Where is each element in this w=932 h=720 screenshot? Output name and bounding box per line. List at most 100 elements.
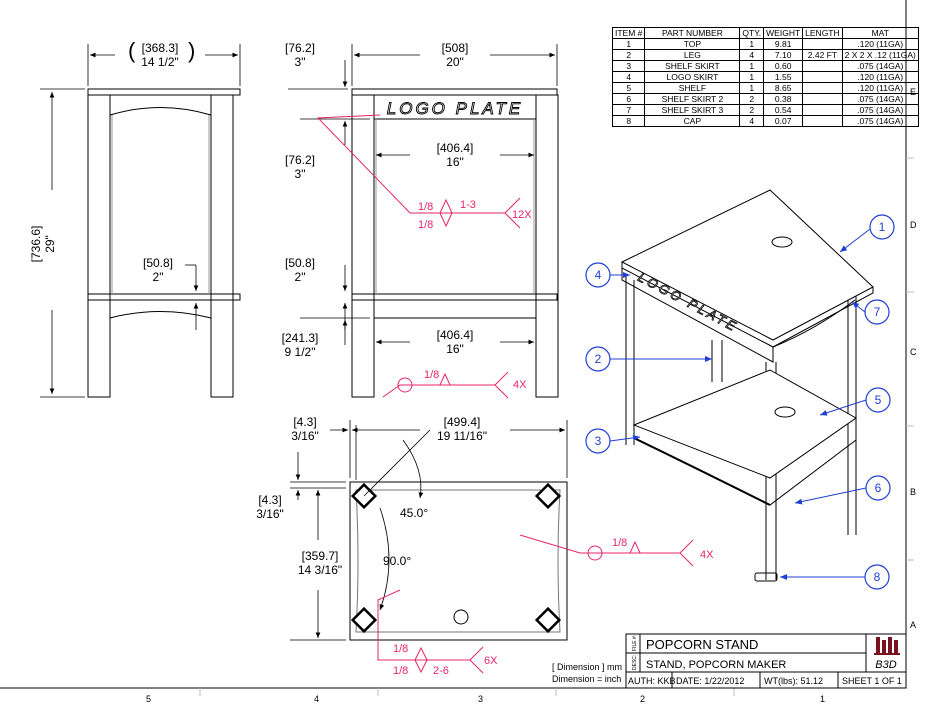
weld1-count: 12X [512,209,532,221]
weld-symbol-4 [377,589,484,674]
side-dims [40,44,241,398]
balloon-5: 5 [875,393,882,407]
file-label: FILE #: [632,635,638,651]
balloon-8: 8 [874,570,881,584]
weld2-count: 4X [513,379,527,391]
desc-label: DESC: [632,655,638,670]
author: AUTH: KKB [628,676,676,686]
zone-label-2: 2 [640,694,645,704]
b3d-logo-text: B3D [875,659,896,671]
isometric-view [620,189,874,582]
front-width-in: 20" [446,55,464,69]
overall-height-mm: [736.6] [29,226,43,263]
balloon-2: 2 [595,352,602,366]
balloon-leaders [609,228,871,580]
side-width-in: 14 1/2" [141,55,179,69]
front-width-mm: [508] [442,41,469,55]
front-dims [288,44,558,345]
plan-depth-in: 14 3/16" [298,563,342,577]
title-block-frame [625,633,907,689]
side-width-mm: [368.3] [142,41,179,55]
side-shelf-mm: [50.8] [143,256,173,270]
weld4-count: 6X [484,655,498,667]
zone-label-5: 5 [146,694,151,704]
front-shelf-in: 2" [295,270,306,284]
front-shelf-mm: [50.8] [285,256,315,270]
weld-symbol-3 [519,534,694,567]
paren-right: ) [188,38,195,63]
inner-top-mm: [406.4] [437,141,474,155]
balloon-4: 4 [595,268,602,282]
weld-symbol-1 [316,114,521,229]
bom-col-mat: MAT [841,27,919,39]
weight: WT(lbs): 51.12 [764,676,823,686]
front-skirt-mm: [76.2] [285,153,315,167]
bom-col-item: ITEM # [611,27,646,39]
zone-label-D: D [910,220,917,230]
zone-label-3: 3 [478,694,483,704]
dimension-note-mm: [ Dimension ] mm [552,662,622,672]
weld3-count: 4X [700,549,714,561]
plan-width-mm: [499.4] [444,415,481,429]
dimension-note-inch: Dimension = inch [552,674,621,684]
plan-offset-x-mm: [4.3] [293,415,316,429]
plan-offset-y-in: 3/16" [256,507,284,521]
overall-height-in: 29" [43,235,57,253]
weld-symbol-2 [382,371,509,399]
weld4-bottom: 1/8 [393,665,408,677]
front-view [351,88,559,398]
weld1-top: 1/8 [418,201,433,213]
zone-label-C: C [910,347,917,357]
drawing-description: STAND, POPCORN MAKER [646,659,786,671]
plan-width-in: 19 11/16" [437,429,487,443]
plan-offset-x-in: 3/16" [291,429,319,443]
sheet-number: SHEET 1 OF 1 [842,676,902,686]
shelf-height-in: 9 1/2" [285,345,316,359]
bom-header-row: ITEM # PART NUMBER QTY. WEIGHT LENGTH MA… [611,27,919,39]
inner-bottom-in: 16" [446,342,464,356]
b3d-logo-mark [874,637,900,655]
date: DATE: 1/22/2012 [676,676,744,686]
bill-of-materials-table: ITEM # PART NUMBER QTY. WEIGHT LENGTH MA… [611,27,919,127]
shelf-height-mm: [241.3] [282,331,319,345]
inner-top-in: 16" [446,155,464,169]
front-skirt-in: 3" [295,167,306,181]
bom-col-part: PART NUMBER [644,27,741,39]
side-shelf-in: 2" [153,270,164,284]
angle-90: 90.0° [383,554,411,568]
weld1-pitch: 1-3 [460,199,476,211]
angle-45: 45.0° [400,506,428,520]
plan-dims [290,420,568,641]
balloon-circles [585,214,895,590]
zone-ticks [199,157,914,696]
inner-bottom-mm: [406.4] [437,328,474,342]
zone-label-4: 4 [314,694,319,704]
plan-view [349,481,568,641]
weld4-top: 1/8 [393,643,408,655]
plan-offset-y-mm: [4.3] [258,493,281,507]
weld3-size: 1/8 [612,537,627,549]
weld1-bottom: 1/8 [418,219,433,231]
side-view [87,88,241,398]
plan-depth-mm: [359.7] [302,549,339,563]
top-skirt-mm: [76.2] [285,41,315,55]
zone-label-1: 1 [820,694,825,704]
balloon-6: 6 [875,481,882,495]
zone-label-A: A [910,620,916,630]
balloon-1: 1 [879,220,886,234]
top-skirt-in: 3" [295,55,306,69]
paren-left: ( [128,38,136,63]
drawing-title: POPCORN STAND [646,637,758,652]
weld2-size: 1/8 [424,369,439,381]
weld4-pitch: 2-6 [433,665,449,677]
logo-plate-text: LOGO PLATE [387,99,523,118]
